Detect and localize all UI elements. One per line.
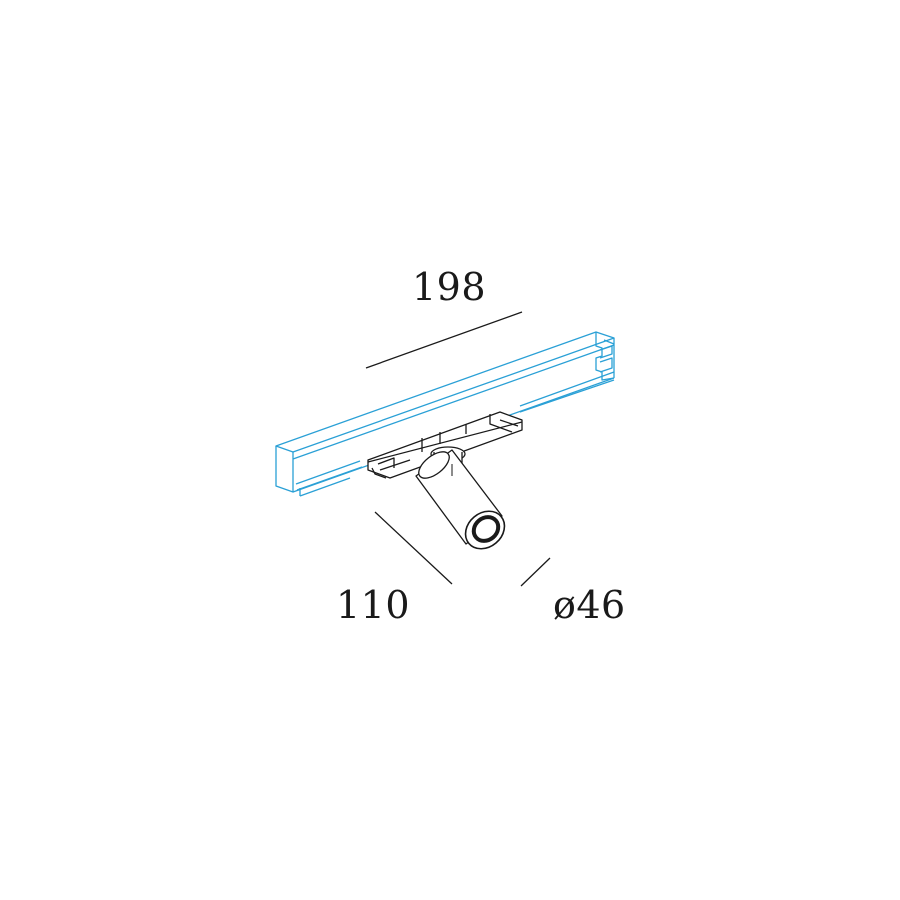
dimension-line-diameter (520, 557, 551, 587)
dimension-line-depth (374, 511, 453, 585)
dimension-label-depth: 110 (336, 583, 411, 627)
dimension-label-length: 198 (412, 265, 487, 309)
track-adapter (367, 411, 523, 479)
dimension-line-length (365, 311, 523, 369)
spotlight-lens (464, 510, 506, 550)
dimension-label-diameter: ø46 (553, 583, 626, 627)
